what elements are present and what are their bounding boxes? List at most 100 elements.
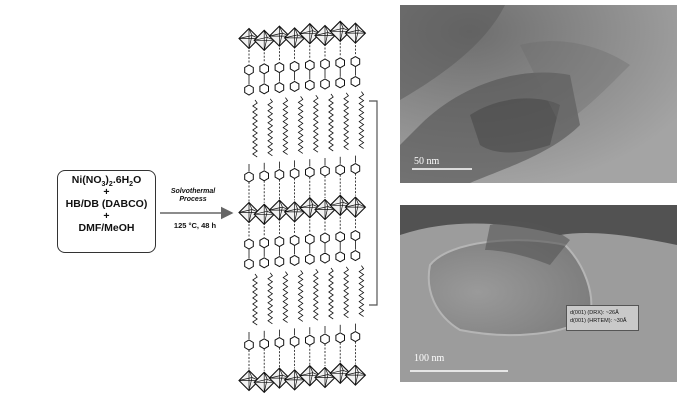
alkyl-chain [282,97,289,155]
benzene-ring [289,335,300,347]
reagent-ligand: HB/DB (DABCO) [65,198,148,210]
reagent-solvent: DMF/MeOH [78,222,135,234]
alkyl-chain [252,273,258,326]
benzene-ring [305,253,315,265]
ni-octahedron [314,366,336,389]
benzene-ring [244,258,254,270]
benzene-ring [320,252,330,264]
scale-label-bottom: 100 nm [414,353,445,364]
benzene-ring [305,166,315,178]
ni-octahedron [253,29,275,52]
benzene-ring [305,59,315,71]
ni-octahedron [283,369,306,391]
benzene-ring [350,76,361,88]
benzene-ring [244,238,254,250]
benzene-ring [259,83,269,95]
d-spacing-box: d(001) (DRX): ~26Å d(001) (HRTEM): ~30Å [566,305,639,331]
benzene-ring [289,167,300,179]
benzene-ring [259,237,269,249]
ni-octahedron [268,199,291,221]
alkyl-chain [343,266,350,319]
tem-image-top: 50 nm [400,5,677,183]
benzene-ring [289,234,300,246]
benzene-ring [289,254,300,266]
benzene-ring [274,169,285,181]
reagent-nickel-nitrate: Ni(NO3)2.6H2O [71,174,142,189]
benzene-ring [350,230,361,242]
benzene-ring [305,79,315,91]
plus-sign-2: + [103,210,110,222]
benzene-ring [350,331,361,343]
ni-octahedron [268,25,291,47]
ni-octahedron [329,362,351,385]
benzene-ring [320,78,330,90]
alkyl-chain [328,93,334,152]
benzene-ring [335,251,345,263]
tem-bottom-graphic [400,205,677,382]
process-label-line2: Process [179,196,207,203]
benzene-ring [350,163,361,175]
conditions-label: 125 °C, 48 h [173,221,217,230]
benzene-ring [259,63,269,75]
alkyl-chain [328,267,334,320]
benzene-ring [335,332,345,344]
scale-label-top: 50 nm [414,156,440,167]
process-label-line1: Solvothermal [170,188,216,195]
benzene-ring [274,256,285,268]
benzene-ring [320,333,330,345]
benzene-ring [274,236,285,248]
benzene-ring [244,84,254,96]
d-spacing-hrtem: d(001) (HRTEM): ~30Å [570,318,627,324]
benzene-ring [305,233,315,245]
ni-octahedron [238,201,260,224]
ni-octahedron [253,203,275,226]
ni-octahedron [344,364,367,386]
ni-octahedron [314,198,336,221]
benzene-ring [320,165,330,177]
benzene-ring [244,171,254,183]
ni-octahedron [283,201,306,223]
benzene-ring [274,82,285,94]
interlayer-bracket [369,100,378,306]
alkyl-chain [297,270,304,322]
ni-octahedron [299,196,321,219]
ni-octahedron [344,196,367,218]
benzene-ring [350,56,361,68]
tem-image-bottom: 100 nm [400,205,677,382]
ni-octahedron [344,22,367,44]
tem-top-graphic [400,5,677,183]
ni-octahedron [299,364,321,387]
alkyl-chain [297,96,304,154]
reagents-box: Ni(NO3)2.6H2O + HB/DB (DABCO) + DMF/MeOH [57,170,156,253]
ni-octahedron [329,194,351,217]
benzene-ring [289,60,300,72]
benzene-ring [259,338,269,350]
benzene-ring [350,250,361,262]
benzene-ring [244,339,254,351]
d-spacing-drx: d(001) (DRX): ~26Å [570,310,619,316]
alkyl-chain [312,268,319,321]
alkyl-chain [312,94,319,153]
alkyl-chain [358,265,365,317]
alkyl-chain [358,91,365,149]
benzene-ring [335,231,345,243]
alkyl-chain [252,99,258,158]
benzene-ring [320,58,330,70]
ni-octahedron [253,371,275,394]
benzene-ring [259,170,269,182]
plus-sign-1: + [103,186,110,198]
benzene-ring [305,334,315,346]
ni-octahedron [299,22,321,45]
benzene-ring [274,62,285,74]
benzene-ring [289,80,300,92]
benzene-ring [335,164,345,176]
benzene-ring [259,257,269,269]
ni-octahedron [329,20,351,43]
benzene-ring [335,57,345,69]
benzene-ring [244,64,254,76]
benzene-ring [274,337,285,349]
process-label: Solvothermal Process [162,188,224,204]
alkyl-chain [267,98,274,157]
alkyl-chain [282,271,289,323]
